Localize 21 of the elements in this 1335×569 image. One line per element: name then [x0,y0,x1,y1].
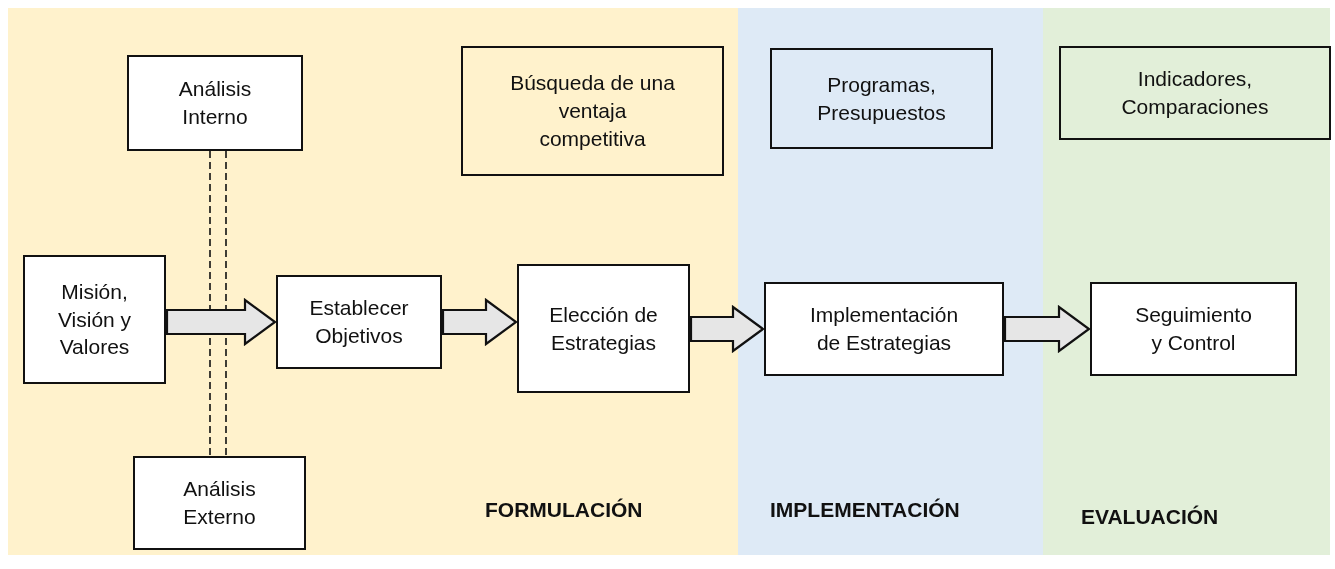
block-arrow [689,304,765,354]
process-box: Elección de Estrategias [517,264,690,393]
process-box: Establecer Objetivos [276,275,442,369]
phase-band [8,8,738,555]
phase-band [1043,8,1330,555]
dashed-double-line [209,150,227,457]
block-arrow [1003,304,1091,354]
phase-band [738,8,1043,555]
process-box: Seguimiento y Control [1090,282,1297,376]
phase-title: IMPLEMENTACIÓN [770,498,960,522]
phase-title: FORMULACIÓN [485,498,643,522]
process-box: Misión, Visión y Valores [23,255,166,384]
process-box: Indicadores, Comparaciones [1059,46,1331,140]
block-arrow [165,297,277,347]
process-box: Análisis Interno [127,55,303,151]
process-box: Análisis Externo [133,456,306,550]
phase-title: EVALUACIÓN [1081,505,1219,529]
process-box: Implementación de Estrategias [764,282,1004,376]
process-box: Búsqueda de una ventaja competitiva [461,46,724,176]
process-box: Programas, Presupuestos [770,48,993,149]
block-arrow [441,297,518,347]
